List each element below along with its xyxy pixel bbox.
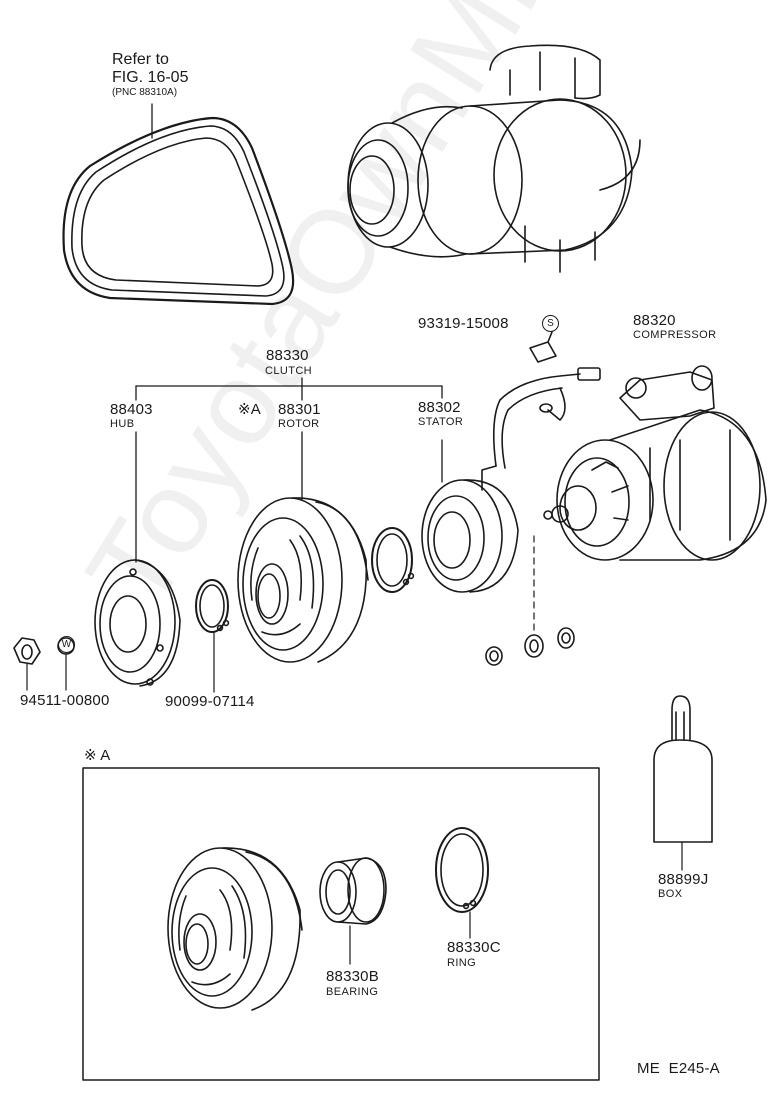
belt-drawing <box>62 103 295 306</box>
box-name: BOX <box>658 888 683 900</box>
box-part-number: 88899J <box>658 871 709 888</box>
box-drawing <box>653 695 713 871</box>
ring-drawing <box>435 827 489 939</box>
ring-part-number: 88330C <box>447 939 501 956</box>
bearing-name: BEARING <box>326 986 379 998</box>
nut-drawing <box>13 637 41 665</box>
snap-ring-drawing <box>195 579 230 633</box>
bearing-drawing <box>319 857 387 965</box>
clutch-bracket <box>135 377 443 563</box>
ring-name: RING <box>447 957 477 969</box>
rotor-snap-ring-drawing <box>371 527 415 593</box>
bolt-drawing <box>529 331 557 363</box>
bearing-part-number: 88330B <box>326 968 379 985</box>
detail-rotor-drawing <box>167 847 303 1011</box>
stator-part-number: 88302 <box>418 399 461 416</box>
snap-ring-part-number: 90099-07114 <box>165 693 255 710</box>
compressor-overview-drawing <box>347 44 641 273</box>
hub-drawing <box>94 559 181 687</box>
detail-frame <box>82 767 600 1081</box>
clutch-part-number: 88330 <box>266 347 309 364</box>
compressor-part-number: 88320 <box>633 312 676 329</box>
washer-mark: W <box>58 636 75 653</box>
compressor-drawing <box>543 365 767 561</box>
belt-ref-line2: FIG. 16-05 <box>112 69 189 86</box>
rotor-drawing <box>237 497 369 663</box>
bolt-mark: S <box>542 315 559 332</box>
belt-ref-line1: Refer to <box>112 51 169 68</box>
figure-code: ME E245-A <box>637 1060 720 1077</box>
stator-drawing <box>421 367 601 593</box>
hub-part-number: 88403 <box>110 401 153 418</box>
compressor-name: COMPRESSOR <box>633 329 717 341</box>
clutch-name: CLUTCH <box>265 365 313 377</box>
detail-mark: ※ A <box>84 747 111 764</box>
belt-ref-line3: (PNC 88310A) <box>112 87 178 98</box>
hub-name: HUB <box>110 418 135 430</box>
shims-drawing <box>485 627 575 666</box>
rotor-name: ROTOR <box>278 418 320 430</box>
rotor-part-number: 88301 <box>278 401 321 418</box>
nut-part-number: 94511-00800 <box>20 692 110 709</box>
rotor-mark: ※A <box>238 401 261 418</box>
stator-name: STATOR <box>418 416 464 428</box>
bolt-part-number: 93319-15008 <box>418 315 509 332</box>
